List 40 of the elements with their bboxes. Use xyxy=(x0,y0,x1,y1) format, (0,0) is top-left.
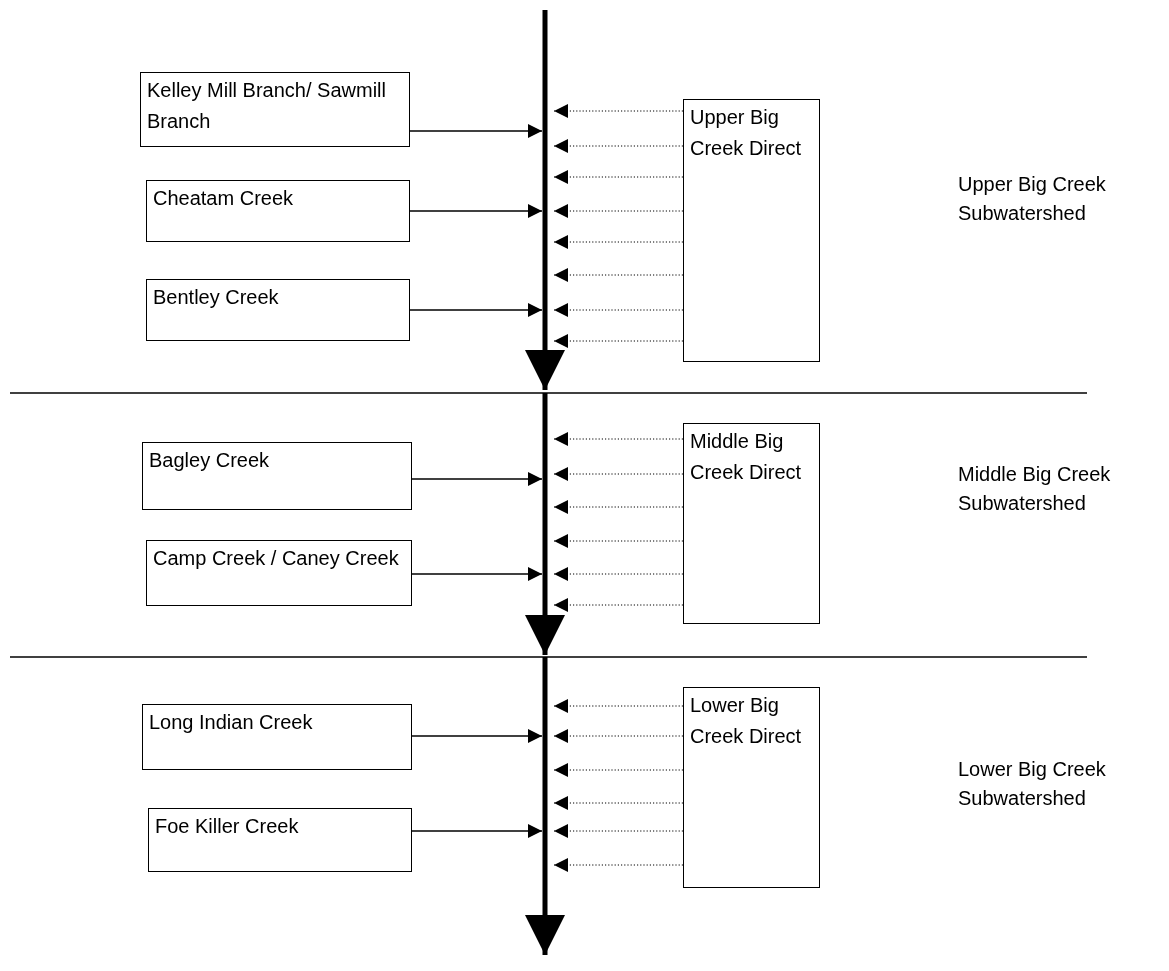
dotted-arrow xyxy=(553,235,684,249)
tributary-box: Foe Killer Creek xyxy=(148,808,412,872)
subwatershed-label: Middle Big Creek Subwatershed xyxy=(958,462,1112,516)
direct-drainage-box: Middle Big Creek Direct xyxy=(683,423,820,624)
tributary-box: Cheatam Creek xyxy=(146,180,410,242)
tributary-box: Kelley Mill Branch/ Sawmill Branch xyxy=(140,72,410,147)
arrow xyxy=(409,124,543,138)
dotted-arrow xyxy=(553,139,684,153)
dotted-arrow xyxy=(553,467,684,481)
dotted-arrow xyxy=(553,567,684,581)
arrow xyxy=(411,729,543,743)
arrow xyxy=(411,472,543,486)
direct-drainage-box: Lower Big Creek Direct xyxy=(683,687,820,888)
dotted-arrow xyxy=(553,500,684,514)
arrow xyxy=(411,567,543,581)
arrow xyxy=(409,204,543,218)
dotted-arrow xyxy=(553,598,684,612)
dotted-arrow xyxy=(553,268,684,282)
dotted-arrow xyxy=(553,104,684,118)
dotted-arrow xyxy=(553,824,684,838)
arrow xyxy=(409,303,543,317)
dotted-arrow xyxy=(553,763,684,777)
subwatershed-label: Upper Big Creek Subwatershed xyxy=(958,172,1107,226)
arrow xyxy=(411,824,543,838)
tributary-box: Bagley Creek xyxy=(142,442,412,510)
dotted-arrow xyxy=(553,699,684,713)
dotted-arrow xyxy=(553,796,684,810)
dotted-arrow xyxy=(553,432,684,446)
tributary-box: Camp Creek / Caney Creek xyxy=(146,540,412,606)
direct-drainage-box: Upper Big Creek Direct xyxy=(683,99,820,362)
dotted-arrow xyxy=(553,534,684,548)
tributary-box: Long Indian Creek xyxy=(142,704,412,770)
dotted-arrow xyxy=(553,334,684,348)
dotted-arrow xyxy=(553,729,684,743)
subwatershed-label: Lower Big Creek Subwatershed xyxy=(958,757,1107,811)
dotted-arrow xyxy=(553,303,684,317)
dotted-arrow xyxy=(553,204,684,218)
dotted-arrow xyxy=(553,170,684,184)
dotted-arrow xyxy=(553,858,684,872)
tributary-box: Bentley Creek xyxy=(146,279,410,341)
